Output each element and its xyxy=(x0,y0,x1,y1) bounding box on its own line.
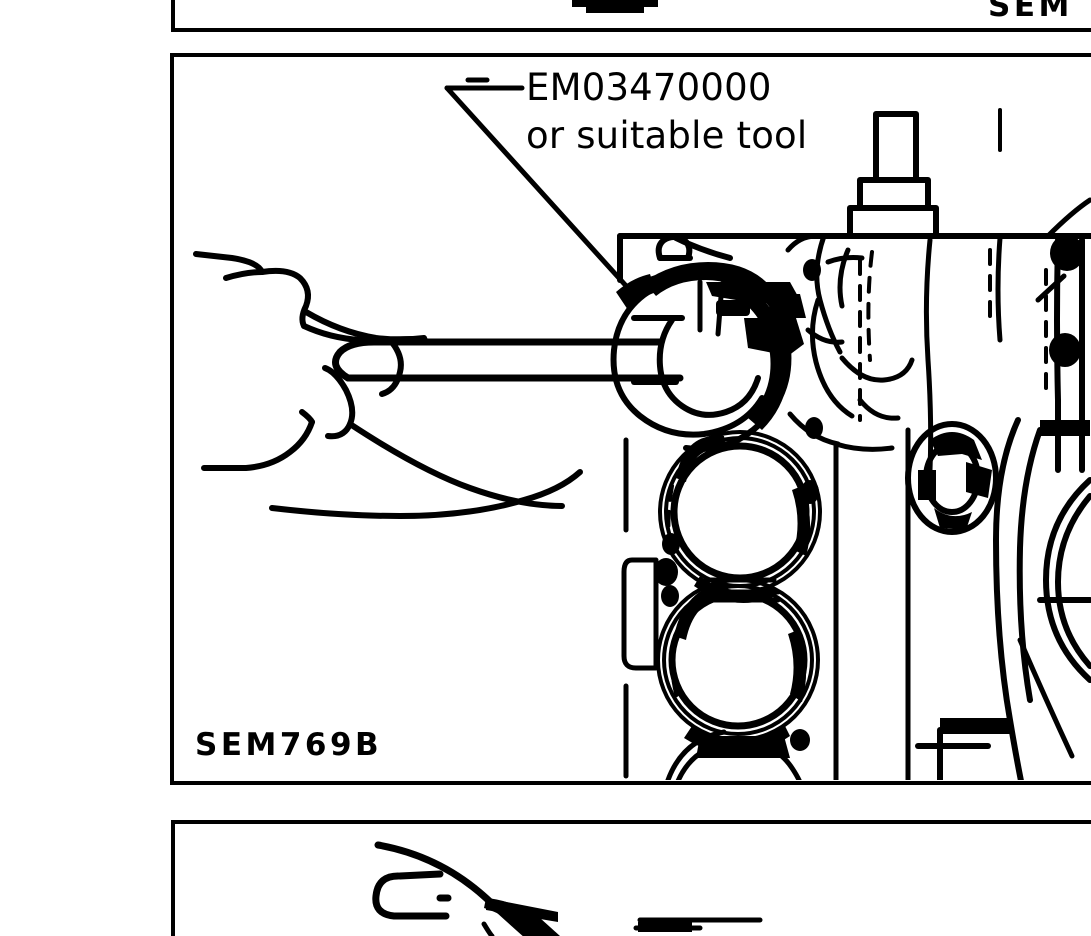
tool-callout-note: or suitable tool xyxy=(526,114,808,157)
main-panel-caption: SEM769B xyxy=(195,727,383,763)
tool-callout-part-number: EM03470000 xyxy=(526,66,772,109)
lower-figure-panel xyxy=(171,820,1091,936)
main-figure-panel xyxy=(170,53,1091,785)
upper-panel-caption: SEM xyxy=(988,0,1073,24)
upper-figure-panel xyxy=(171,0,1091,32)
